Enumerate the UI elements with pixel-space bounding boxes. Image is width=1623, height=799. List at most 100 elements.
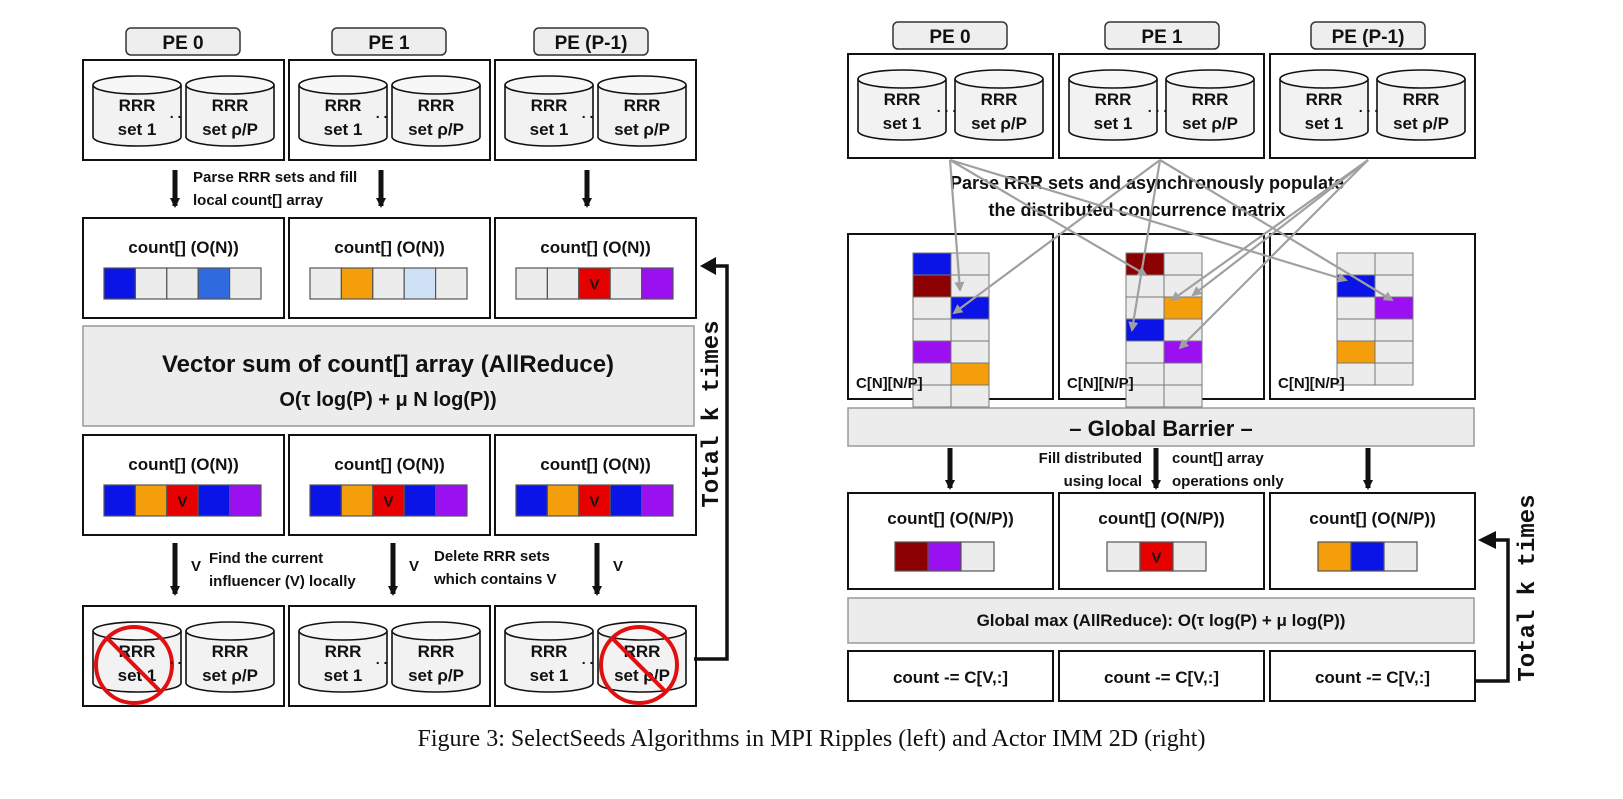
cylinder-top — [298, 75, 388, 95]
cylinder-body — [298, 631, 388, 693]
count-cell — [435, 484, 468, 517]
allreduce-title: Vector sum of count[] array (AllReduce) — [162, 351, 614, 378]
count-label: count[] (O(N/P)) — [887, 509, 1014, 528]
matrix-cell — [1125, 296, 1165, 320]
cylinder-label-line1: RRR — [1192, 90, 1229, 109]
matrix-cell — [1125, 274, 1165, 298]
count-box-local: count[] (O(N/P)) — [1269, 492, 1476, 590]
count-label: count[] (O(N/P)) — [1098, 509, 1225, 528]
count-label: count[] (O(N)) — [540, 238, 650, 257]
barrier-text: – Global Barrier – — [1069, 416, 1252, 441]
cylinder-label-line2: set 1 — [1094, 114, 1133, 133]
count-cell — [546, 484, 580, 517]
cylinder-top — [185, 621, 275, 641]
matrix-cell — [1336, 318, 1376, 342]
matrix-cell — [1374, 296, 1414, 320]
delete-text-line1: Delete RRR sets — [434, 548, 550, 565]
parse-text-line2: the distributed concurrence matrix — [988, 200, 1285, 220]
populate-arrow — [949, 159, 1148, 277]
cylinder-top — [954, 69, 1044, 89]
count-box-before: count[] (O(N)) — [82, 217, 285, 319]
count-cell — [309, 267, 342, 300]
cylinder-label-line2: set 1 — [324, 666, 363, 685]
matrix-cell — [1163, 384, 1203, 408]
count-cell — [403, 267, 437, 300]
ellipsis-dots: . . . — [376, 651, 395, 667]
cylinder-body — [298, 85, 388, 147]
matrix-cell — [1125, 340, 1165, 364]
cylinder-label-line1: RRR — [212, 642, 249, 661]
v-arrow-label: V — [613, 558, 623, 575]
find-text-line2: influencer (V) locally — [209, 573, 356, 590]
parse-text-line1: Parse RRR sets and asynchronously popula… — [950, 173, 1344, 193]
matrix-cell — [912, 318, 952, 342]
count-box-frame — [1058, 492, 1265, 590]
matrix-label: C[N][N/P] — [1067, 375, 1134, 392]
cylinder-label-line1: RRR — [325, 96, 362, 115]
matrix-cell — [1374, 362, 1414, 386]
matrix-cell — [912, 274, 952, 298]
cylinder-body — [1165, 79, 1255, 141]
global-max-text: Global max (AllReduce): O(τ log(P) + μ l… — [977, 611, 1346, 630]
pe-label-frame — [892, 21, 1008, 50]
count-cell — [640, 267, 674, 300]
cylinder-top — [298, 621, 388, 641]
count-label: count[] (O(N)) — [128, 238, 238, 257]
v-marker: V — [1151, 550, 1161, 567]
cylinder-top — [597, 75, 687, 95]
matrix-cell — [912, 296, 952, 320]
matrix-cell — [950, 274, 990, 298]
ellipsis-dots: . . . — [170, 105, 189, 121]
pe-label: PE 0 — [892, 21, 1008, 50]
prohibited-icon-slash — [610, 636, 668, 694]
cylinder-body — [185, 631, 275, 693]
ellipsis-dots: . . . — [937, 99, 956, 115]
matrix-cell — [1374, 318, 1414, 342]
pe-label: PE 1 — [331, 27, 447, 56]
count-cell — [515, 267, 548, 300]
cylinder-label-line1: RRR — [531, 642, 568, 661]
count-cell — [229, 267, 262, 300]
update-box: count -= C[V,:] — [847, 650, 1054, 702]
cylinder-top — [391, 621, 481, 641]
cylinder-label-line1: RRR — [418, 96, 455, 115]
count-cell — [1317, 541, 1352, 572]
cylinder-body — [954, 79, 1044, 141]
count-cell — [340, 267, 374, 300]
count-box-before: count[] (O(N))V — [494, 217, 697, 319]
prohibited-icon-slash — [105, 636, 163, 694]
allreduce-panel: Vector sum of count[] array (AllReduce)O… — [82, 325, 695, 427]
count-cell — [927, 541, 962, 572]
matrix-cell — [1374, 340, 1414, 364]
pe-label: PE (P-1) — [1310, 21, 1426, 50]
pe-label-frame — [331, 27, 447, 56]
loop-label: Total k times — [699, 320, 726, 507]
matrix-cell — [950, 318, 990, 342]
cylinder-label-line2: set ρ/P — [202, 120, 258, 139]
count-cell — [515, 484, 548, 517]
global-barrier-panel: – Global Barrier – — [847, 407, 1475, 447]
cylinder-top — [391, 75, 481, 95]
cylinder-label-line1: RRR — [624, 642, 661, 661]
cylinder-label-line1: RRR — [531, 96, 568, 115]
cylinder-label-line1: RRR — [1403, 90, 1440, 109]
parse-populate-note: Parse RRR sets and asynchronously popula… — [950, 173, 1344, 220]
ellipsis-dots: . . . — [170, 651, 189, 667]
update-box: count -= C[V,:] — [1058, 650, 1265, 702]
cylinder-body — [391, 631, 481, 693]
matrix-cell — [1125, 318, 1165, 342]
pe-label-text: PE (P-1) — [1332, 27, 1405, 48]
count-cell — [609, 484, 643, 517]
count-label: count[] (O(N)) — [540, 455, 650, 474]
